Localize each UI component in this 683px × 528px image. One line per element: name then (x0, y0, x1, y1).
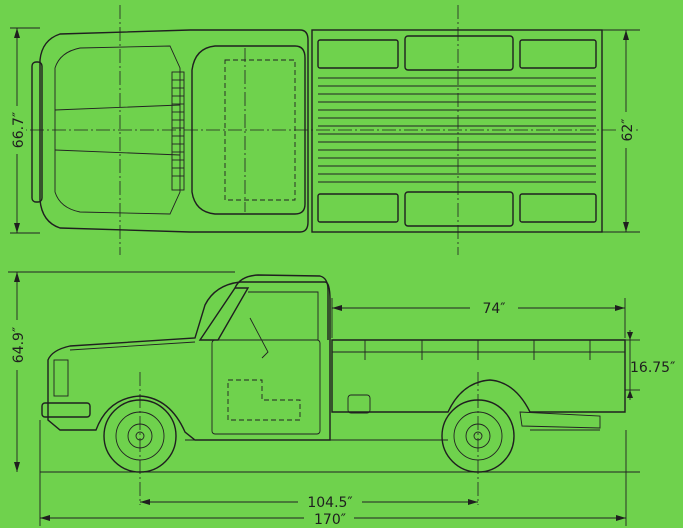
stake-pockets (364, 340, 591, 360)
label-wheelbase: 104.5″ (307, 495, 352, 511)
label-top-width: 66.7″ (11, 112, 27, 148)
hood-line (69, 341, 196, 351)
windshield (198, 287, 250, 341)
cab-body-outline (47, 281, 331, 441)
fuel-door (347, 394, 371, 414)
grille (171, 71, 185, 191)
seat-outline (227, 379, 301, 421)
steering-wheel (249, 317, 269, 359)
rear-step (519, 411, 601, 429)
hood-outline (39, 29, 309, 233)
dim-bed-width: 62″ (602, 29, 640, 233)
grille-bars (172, 79, 184, 177)
side-view: 64.9″ 74″ 16.75″ 104.5″ (8, 271, 675, 528)
label-bed-height: 16.75″ (630, 360, 675, 376)
dim-wheelbase: 104.5″ (140, 494, 478, 511)
dim-bed-height: 16.75″ (625, 330, 675, 400)
top-view: 66.7″ 62″ (8, 5, 640, 255)
dim-height: 64.9″ (8, 271, 235, 472)
front-bumper-side (41, 402, 91, 418)
cab-roof (191, 45, 306, 215)
side-window (235, 291, 319, 341)
bed-slats (318, 77, 596, 183)
dim-overall-length: 170″ (39, 420, 627, 528)
chassis-line (185, 429, 600, 441)
headlight (53, 359, 69, 397)
bed-side (331, 339, 626, 413)
hood-inner (54, 45, 181, 215)
hood-crease (54, 104, 181, 156)
label-height: 64.9″ (11, 327, 27, 363)
door (211, 339, 321, 435)
bed-outline (311, 29, 603, 233)
cab-seat (224, 59, 296, 201)
label-overall-length: 170″ (314, 512, 346, 528)
dim-top-width: 66.7″ (8, 27, 40, 234)
label-bed-width: 62″ (620, 118, 636, 141)
cab-roof-side (234, 274, 329, 340)
dim-bed-length: 74″ (331, 298, 626, 338)
bed-wheel-wells (317, 35, 597, 227)
label-bed-length: 74″ (482, 301, 505, 317)
front-bumper (31, 61, 43, 203)
